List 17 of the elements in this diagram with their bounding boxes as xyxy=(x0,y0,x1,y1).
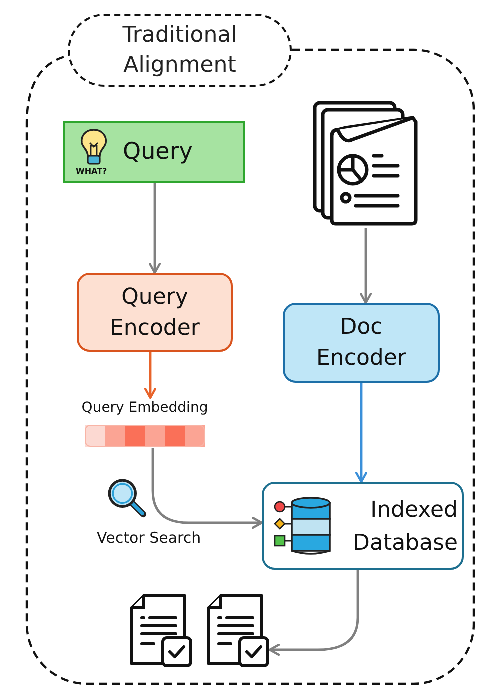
icon-caption: WHAT? xyxy=(76,167,108,177)
arrow xyxy=(152,448,264,530)
process-box xyxy=(262,482,464,570)
node-label: Query xyxy=(123,138,193,167)
node-label: Query Encoder xyxy=(109,284,201,342)
node-label: Doc Encoder xyxy=(316,314,408,373)
node-label: Query Embedding xyxy=(80,399,210,418)
process-box xyxy=(283,303,440,383)
input-box xyxy=(63,121,245,183)
arrow xyxy=(148,183,162,274)
node-label: Indexed Database xyxy=(352,497,458,558)
arrow xyxy=(268,570,360,656)
arrow xyxy=(144,352,157,400)
arrow xyxy=(355,383,368,484)
process-box xyxy=(77,273,233,352)
group-title-pill: Traditional Alignment xyxy=(68,14,292,87)
arrow xyxy=(360,228,372,304)
